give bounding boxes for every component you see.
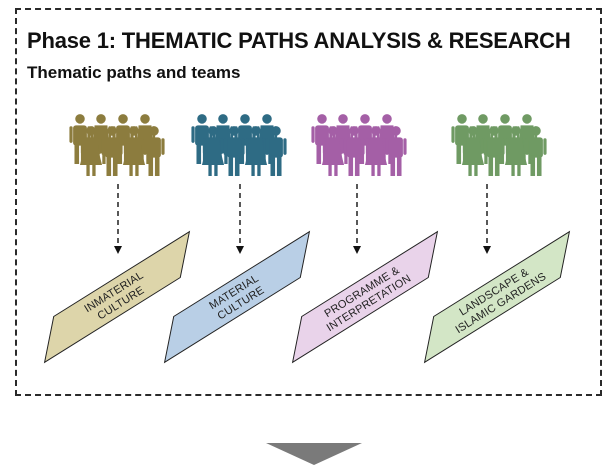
team-people-group-icon <box>311 114 407 176</box>
phase-frame <box>15 8 602 396</box>
team-people-group-icon <box>69 114 165 176</box>
team-people-group-icon <box>191 114 287 176</box>
phase-title: Phase 1: THEMATIC PATHS ANALYSIS & RESEA… <box>27 28 571 53</box>
team-people-group-icon <box>451 114 547 176</box>
section-subtitle: Thematic paths and teams <box>27 63 241 82</box>
